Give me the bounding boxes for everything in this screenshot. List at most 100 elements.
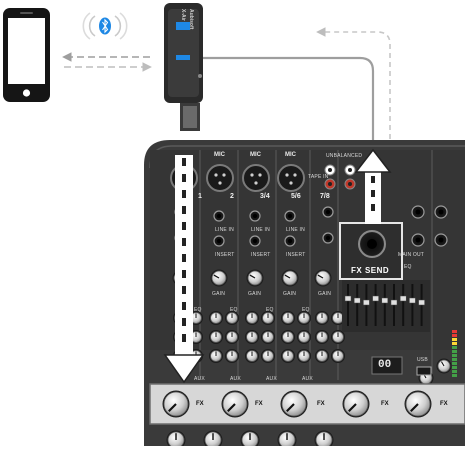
eq-fader-cap bbox=[363, 299, 370, 306]
level-knob bbox=[277, 430, 297, 450]
line-in-jack bbox=[284, 210, 296, 222]
main-out-label: MAIN OUT bbox=[398, 252, 425, 258]
fx-label-3: FX bbox=[317, 401, 325, 407]
aux-label-3: AUX bbox=[266, 376, 277, 382]
channel-number-1: 1 bbox=[198, 193, 202, 200]
line-in-jack bbox=[322, 232, 334, 244]
lower-knobs bbox=[166, 430, 334, 450]
eq-mid-knob bbox=[315, 330, 329, 344]
fx-send-highlight bbox=[339, 222, 403, 280]
line-in-jack bbox=[249, 210, 261, 222]
aux-label-4: AUX bbox=[302, 376, 313, 382]
mic-label-1: MIC bbox=[214, 152, 225, 158]
eq-fader-cap bbox=[399, 295, 407, 302]
main-out-jack bbox=[434, 233, 448, 247]
signal-flow-up-arrow bbox=[354, 148, 392, 224]
meter-segment bbox=[452, 350, 457, 353]
channel-number-7-8: 7/8 bbox=[320, 193, 330, 200]
dongle-model-label: X-Air bbox=[180, 9, 186, 21]
eq-mid-knob bbox=[281, 330, 295, 344]
eq-knob bbox=[261, 330, 275, 344]
main-out-jack bbox=[411, 233, 425, 247]
fx-knob bbox=[162, 390, 190, 418]
eq-high-knob bbox=[315, 311, 329, 325]
fx-knob bbox=[221, 390, 249, 418]
eq-fader-cap bbox=[372, 295, 379, 302]
usb-port bbox=[416, 366, 432, 376]
fx-label-5: FX bbox=[440, 401, 448, 407]
line-in-label-2: LINE IN bbox=[251, 227, 270, 233]
fader-section bbox=[342, 280, 430, 332]
aux-label-1: AUX bbox=[194, 376, 205, 382]
eq-high-knob bbox=[281, 311, 295, 325]
gain-knob bbox=[314, 269, 332, 287]
bluetooth-icon bbox=[82, 12, 128, 40]
eq-knob bbox=[225, 349, 239, 363]
eq-label-1: EQ bbox=[194, 307, 202, 313]
audio-cable bbox=[203, 27, 391, 182]
aux-label-2: AUX bbox=[230, 376, 241, 382]
eq-knob bbox=[261, 349, 275, 363]
eq-fader-cap bbox=[381, 297, 389, 304]
channel-number-5-6: 5/6 bbox=[291, 193, 301, 200]
meter-segment bbox=[452, 354, 457, 357]
fx-display bbox=[371, 356, 403, 375]
fx-label-1: FX bbox=[196, 401, 204, 407]
eq-knob bbox=[225, 330, 239, 344]
rca-inputs bbox=[324, 164, 356, 190]
gain-label-4: GAIN bbox=[318, 291, 332, 297]
fx-send-label: FX SEND bbox=[351, 266, 390, 275]
meter-segment bbox=[452, 330, 457, 333]
line-in-label-3: LINE IN bbox=[286, 227, 305, 233]
gain-knob bbox=[210, 269, 228, 287]
mic-label-2: MIC bbox=[250, 152, 261, 158]
line-in-label-1: LINE IN bbox=[215, 227, 234, 233]
insert-label-3: INSERT bbox=[286, 252, 306, 258]
channel-number-2: 2 bbox=[230, 193, 234, 200]
meter-segment bbox=[452, 366, 457, 369]
dongle-brand-label: Aubisoft bbox=[188, 9, 194, 30]
fx-display-value: 00 bbox=[378, 359, 392, 371]
line-in-jack bbox=[322, 206, 334, 218]
eq-high-knob bbox=[245, 311, 259, 325]
insert-label-2: INSERT bbox=[251, 252, 271, 258]
eq-low-knob bbox=[245, 349, 259, 363]
eq-low-knob bbox=[209, 349, 223, 363]
insert-jack bbox=[249, 235, 261, 247]
eq-low-knob bbox=[281, 349, 295, 363]
gain-knob bbox=[281, 269, 299, 287]
eq-fader-cap bbox=[390, 299, 398, 306]
unbalanced-label: UNBALANCED bbox=[326, 153, 363, 159]
level-meter bbox=[452, 330, 457, 377]
signal-flow-down-arrow bbox=[163, 155, 205, 384]
wireless-link-arrows bbox=[62, 52, 152, 72]
meter-segment bbox=[452, 370, 457, 373]
fx-label-2: FX bbox=[255, 401, 263, 407]
meter-segment bbox=[452, 362, 457, 365]
channel-number-3-4: 3/4 bbox=[260, 193, 270, 200]
eq-knob bbox=[331, 349, 345, 363]
phones-knob bbox=[436, 358, 452, 374]
eq-label-3: EQ bbox=[266, 307, 274, 313]
line-in-jack bbox=[213, 210, 225, 222]
eq-knob bbox=[297, 349, 311, 363]
main-out-jack bbox=[411, 205, 425, 219]
meter-segment bbox=[452, 342, 457, 345]
eq-fader-cap bbox=[418, 299, 425, 306]
fx-knob bbox=[280, 390, 308, 418]
eq-high-knob bbox=[209, 311, 223, 325]
tape-in-label: TAPE IN bbox=[308, 174, 329, 180]
fx-knob bbox=[404, 390, 432, 418]
eq-knob bbox=[297, 330, 311, 344]
gain-label-2: GAIN bbox=[248, 291, 262, 297]
meter-segment bbox=[452, 358, 457, 361]
eq-low-knob bbox=[315, 349, 329, 363]
meter-segment bbox=[452, 334, 457, 337]
eq-fader-cap bbox=[353, 297, 361, 304]
eq-knob bbox=[331, 311, 345, 325]
insert-jack bbox=[284, 235, 296, 247]
eq-fader-cap bbox=[344, 295, 352, 302]
insert-label-1: INSERT bbox=[215, 252, 235, 258]
